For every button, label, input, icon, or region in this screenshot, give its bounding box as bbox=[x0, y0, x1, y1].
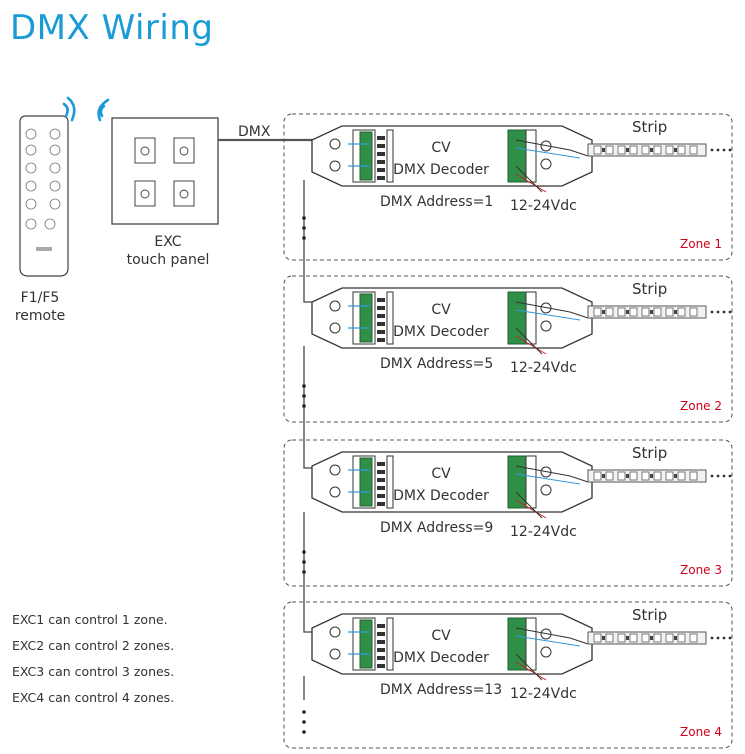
note-exc4: EXC4 can control 4 zones. bbox=[12, 690, 175, 705]
zone-label: Zone 3 bbox=[680, 563, 722, 577]
wireless-signal-icon bbox=[97, 98, 110, 122]
zone-3: CV DMX Decoder Strip 12-24Vdc DMX Address=9Z… bbox=[283, 439, 733, 587]
dmx-address-label: DMX Address=1 bbox=[380, 194, 493, 210]
dmx-address-label: DMX Address=5 bbox=[380, 356, 493, 372]
panel-label-line1: EXC bbox=[154, 234, 181, 250]
dmx-address-label: DMX Address=13 bbox=[380, 682, 502, 698]
dmx-daisy-chain bbox=[303, 140, 326, 700]
note-exc2: EXC2 can control 2 zones. bbox=[12, 638, 175, 653]
decoder-name-label: DMX Decoder bbox=[393, 162, 489, 178]
f1-f5-remote bbox=[19, 115, 69, 277]
decoder-type-label: CV bbox=[431, 302, 451, 318]
decoder-type-label: CV bbox=[431, 140, 451, 156]
zone-4: CV DMX Decoder Strip 12-24Vdc DMX Address=13… bbox=[283, 601, 733, 749]
decoder-name-label: DMX Decoder bbox=[393, 324, 489, 340]
decoder-type-label: CV bbox=[431, 628, 451, 644]
chain-dots bbox=[302, 216, 306, 734]
power-label: 12-24Vdc bbox=[510, 360, 577, 376]
zone-label: Zone 4 bbox=[680, 725, 722, 739]
power-label: 12-24Vdc bbox=[510, 524, 577, 540]
panel-label-line2: touch panel bbox=[127, 252, 210, 268]
strip-label: Strip bbox=[632, 280, 667, 298]
zone-label: Zone 1 bbox=[680, 237, 722, 251]
note-exc1: EXC1 can control 1 zone. bbox=[12, 612, 168, 627]
decoder-name-label: DMX Decoder bbox=[393, 650, 489, 666]
strip-label: Strip bbox=[632, 444, 667, 462]
decoder-name-label: DMX Decoder bbox=[393, 488, 489, 504]
dmx-decoder bbox=[311, 287, 593, 355]
remote-label-line2: remote bbox=[15, 308, 65, 324]
note-exc3: EXC3 can control 3 zones. bbox=[12, 664, 175, 679]
decoder-type-label: CV bbox=[431, 466, 451, 482]
remote-label-line1: F1/F5 bbox=[21, 290, 60, 306]
led-strip bbox=[587, 143, 732, 157]
dmx-decoder bbox=[311, 125, 593, 193]
led-strip bbox=[587, 305, 732, 319]
strip-label: Strip bbox=[632, 606, 667, 624]
dmx-address-label: DMX Address=9 bbox=[380, 520, 493, 536]
dmx-decoder bbox=[311, 613, 593, 681]
dmx-decoder bbox=[311, 451, 593, 519]
power-label: 12-24Vdc bbox=[510, 198, 577, 214]
led-strip bbox=[587, 631, 732, 645]
led-strip bbox=[587, 469, 732, 483]
power-label: 12-24Vdc bbox=[510, 686, 577, 702]
exc-touch-panel bbox=[111, 117, 219, 225]
dmx-label: DMX bbox=[238, 124, 271, 140]
page-title: DMX Wiring bbox=[10, 8, 214, 48]
exc-notes: EXC1 can control 1 zone. EXC2 can contro… bbox=[12, 607, 174, 711]
zone-label: Zone 2 bbox=[680, 399, 722, 413]
zone-1: CV DMX Decoder Strip 12-24Vdc DMX Address=1Z… bbox=[283, 113, 733, 261]
wireless-signal-icon bbox=[62, 96, 76, 122]
zone-2: CV DMX Decoder Strip 12-24Vdc DMX Address=5Z… bbox=[283, 275, 733, 423]
strip-label: Strip bbox=[632, 118, 667, 136]
